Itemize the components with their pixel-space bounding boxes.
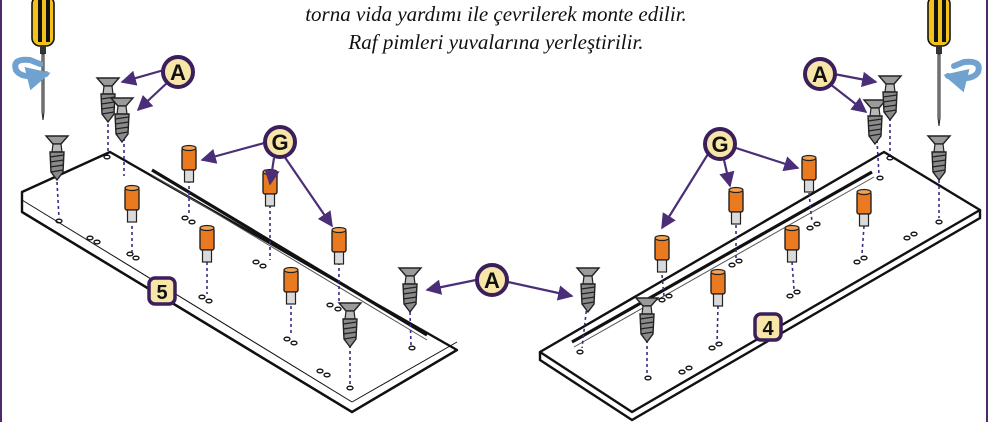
panel-number-label: 4 <box>762 318 774 340</box>
callout-a-top-left: A <box>161 55 195 89</box>
shelf-pin-icon <box>283 266 299 305</box>
cam-screw-icon <box>863 99 887 145</box>
shelf-pin-icon <box>124 184 140 223</box>
callout-label: A <box>484 268 500 293</box>
shelf-pin-icon <box>856 188 872 227</box>
shelf-pin-icon <box>181 144 197 183</box>
callout-g-right: G <box>703 127 737 161</box>
shelf-pin-icon <box>710 268 726 307</box>
panel-4 <box>538 150 982 422</box>
shelf-pin-icon <box>654 234 670 273</box>
shelf-pin-icon <box>784 224 800 263</box>
instruction-line-2: Raf pimleri yuvalarına yerleştirilir. <box>348 30 644 54</box>
shelf-pin-icon <box>728 186 744 225</box>
callout-label: G <box>271 130 288 155</box>
shelf-pin-icon <box>262 168 278 207</box>
callout-label: G <box>711 132 728 157</box>
cam-screw-icon <box>927 135 951 181</box>
guide-lines <box>56 112 940 386</box>
shelf-pin-icon <box>331 226 347 265</box>
panel-number-4: 4 <box>753 312 783 342</box>
callout-g-left: G <box>263 125 297 159</box>
rotate-arrow-icon <box>943 58 982 93</box>
cam-screw-icon <box>576 267 600 313</box>
panel-number-label: 5 <box>156 282 167 304</box>
panel-5 <box>20 150 459 414</box>
rotate-arrow-icon <box>12 56 51 91</box>
shelf-pin-icon <box>199 224 215 263</box>
callout-a-center: A <box>475 263 509 297</box>
callout-label: A <box>170 60 186 85</box>
instruction-line-1: torna vida yardımı ile çevrilerek monte … <box>305 2 687 26</box>
callout-label: A <box>812 62 828 87</box>
callout-arrows <box>120 68 878 301</box>
cam-screw-icon <box>398 267 422 313</box>
screwdriver-icon <box>927 0 951 127</box>
shelf-pin-icon <box>801 154 817 193</box>
panel-number-5: 5 <box>147 276 177 306</box>
cam-screw-icon <box>878 75 902 121</box>
callout-a-top-right: A <box>803 57 837 91</box>
screwdriver-icon <box>31 0 55 121</box>
